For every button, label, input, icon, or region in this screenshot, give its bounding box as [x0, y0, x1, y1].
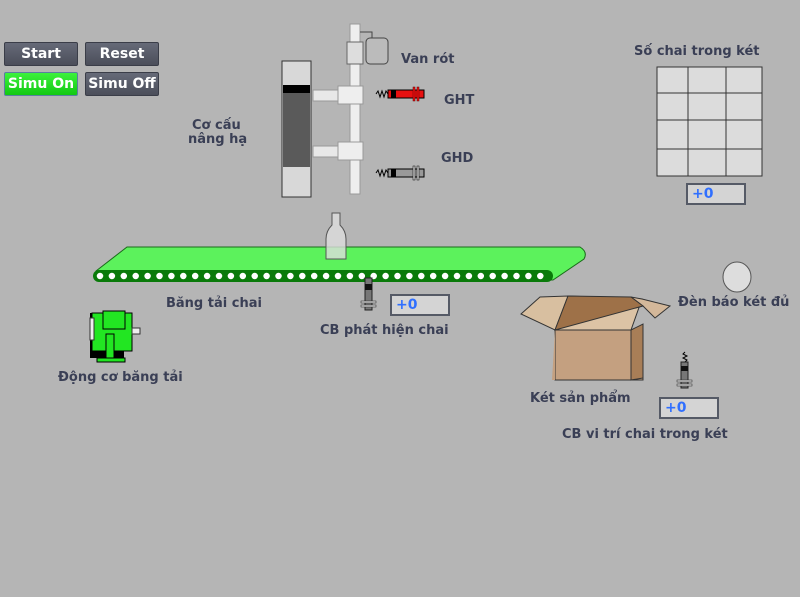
- motor-icon: [89, 310, 141, 363]
- reset-button[interactable]: Reset: [85, 42, 159, 66]
- conveyor-roller: [511, 271, 522, 281]
- bottle-count-grid: [656, 66, 763, 177]
- conveyor-roller: [499, 271, 510, 281]
- bottle-detect-value: +0: [390, 294, 450, 316]
- conveyor-roller: [261, 271, 272, 281]
- conveyor-roller: [452, 271, 462, 281]
- filling-pipe: [337, 23, 364, 195]
- lamp-label: Đèn báo két đủ: [678, 295, 790, 310]
- simu-on-button[interactable]: Simu On: [4, 72, 78, 96]
- carton-box-icon: [520, 295, 672, 381]
- conveyor-roller: [285, 271, 296, 281]
- start-button[interactable]: Start: [4, 42, 78, 66]
- conveyor-roller: [321, 271, 331, 281]
- lift-label-line2: nâng hạ: [188, 132, 248, 147]
- position-sensor-icon: [676, 351, 693, 389]
- crate-full-lamp-icon: [722, 261, 752, 293]
- position-sensor-label: CB vi trí chai trong két: [562, 427, 728, 442]
- ghd-sensor-icon: [375, 165, 425, 181]
- conveyor-roller: [178, 271, 189, 281]
- conveyor-roller: [166, 271, 177, 281]
- conveyor-roller: [95, 271, 105, 281]
- conveyor-roller: [357, 271, 367, 281]
- simu-off-button[interactable]: Simu Off: [85, 72, 159, 96]
- conveyor-roller: [523, 271, 534, 281]
- conveyor-roller: [404, 271, 415, 281]
- conveyor-roller: [380, 271, 391, 281]
- motor-label: Động cơ băng tải: [58, 370, 183, 385]
- conveyor-roller: [333, 271, 343, 281]
- conveyor-roller: [392, 271, 403, 281]
- valve-icon: [360, 31, 389, 65]
- conveyor-roller: [226, 271, 236, 281]
- conveyor-roller: [107, 271, 117, 281]
- conveyor-roller: [273, 271, 284, 281]
- conveyor-label: Băng tải chai: [166, 296, 262, 311]
- conveyor-roller: [297, 271, 308, 281]
- conveyor-roller: [214, 271, 224, 281]
- lift-mechanism: [281, 60, 354, 198]
- conveyor-roller: [416, 271, 427, 281]
- ghd-label: GHD: [441, 151, 474, 166]
- ght-sensor-icon: [375, 86, 425, 102]
- conveyor-roller: [202, 271, 212, 281]
- bottle-count-value: +0: [686, 183, 746, 205]
- conveyor-roller: [238, 271, 248, 281]
- bottle-count-label: Số chai trong két: [634, 44, 760, 59]
- conveyor-roller: [487, 271, 498, 281]
- lift-label-line1: Cơ cấu: [192, 118, 241, 133]
- position-sensor-value: +0: [659, 397, 719, 419]
- conveyor-roller: [142, 271, 153, 281]
- conveyor-roller: [535, 271, 546, 281]
- conveyor-roller: [476, 271, 486, 281]
- conveyor-roller: [309, 271, 319, 281]
- conveyor-roller: [249, 271, 260, 281]
- conveyor-roller: [464, 271, 474, 281]
- bottle-icon: [325, 212, 347, 260]
- van-rot-label: Van rót: [401, 52, 455, 67]
- conveyor-roller: [154, 271, 165, 281]
- conveyor-roller: [345, 271, 355, 281]
- bottle-detect-sensor-icon: [360, 277, 377, 311]
- conveyor-belt: [93, 246, 586, 282]
- conveyor-roller: [440, 271, 450, 281]
- conveyor-roller: [130, 271, 141, 281]
- conveyor-roller: [428, 271, 438, 281]
- conveyor-roller: [119, 271, 129, 281]
- conveyor-roller: [190, 271, 200, 281]
- ght-label: GHT: [444, 93, 475, 108]
- carton-label: Két sản phẩm: [530, 391, 631, 406]
- bottle-detect-label: CB phát hiện chai: [320, 323, 449, 338]
